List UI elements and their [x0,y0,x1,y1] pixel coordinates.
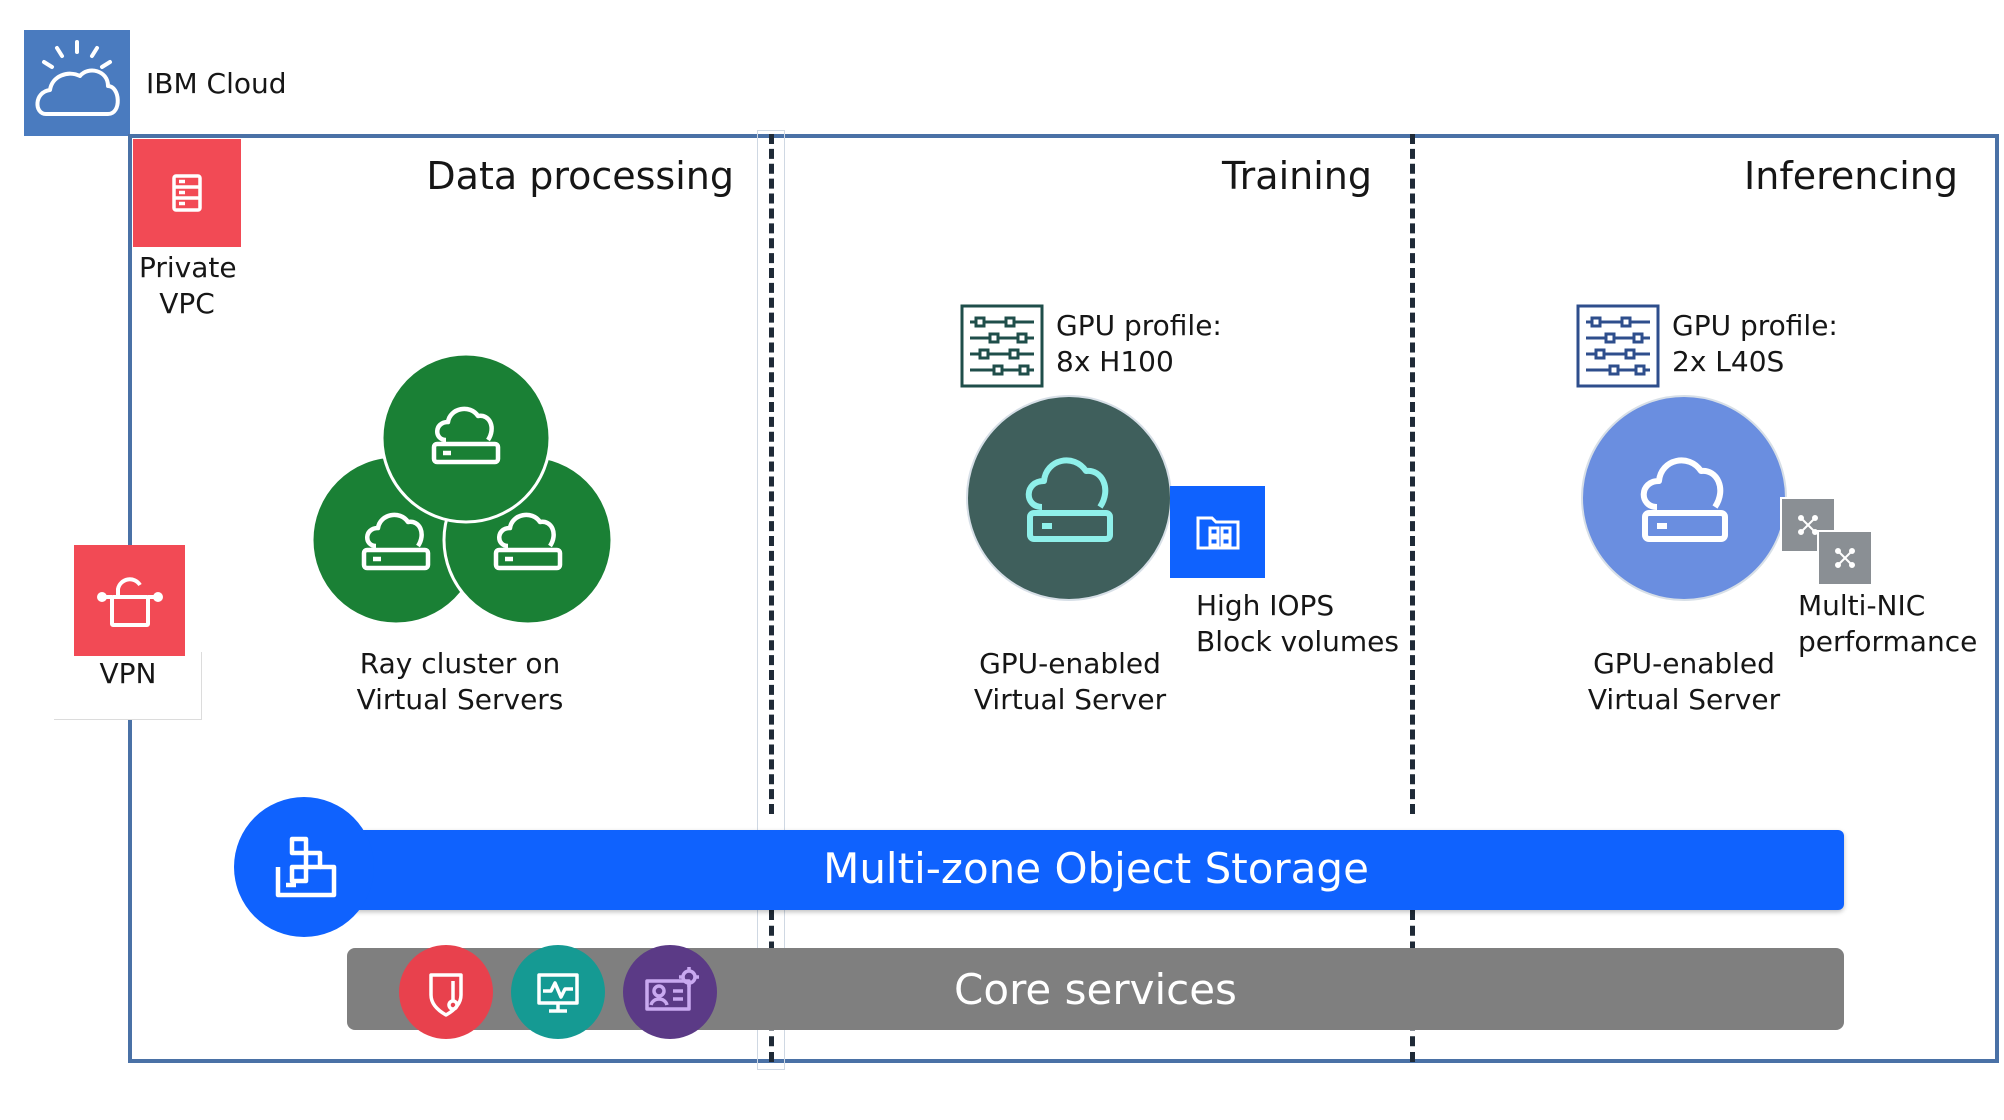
ray-cluster-label-line2: Virtual Servers [356,682,564,716]
training-gpu-server [966,395,1172,601]
cloud-server-icon [1025,457,1113,542]
infer-gpu-profile-line1: GPU profile: [1672,309,1838,342]
identity-service-badge [623,945,717,1039]
zone-divider [769,134,774,814]
training-server-label: GPU-enabled Virtual Server [940,646,1200,718]
training-gpu-profile-label: GPU profile: 8x H100 [1056,308,1222,380]
cloud-server-icon [1640,457,1728,542]
training-gpu-profile-line1: GPU profile: [1056,309,1222,342]
identity-settings-icon [645,967,699,1011]
training-server-line1: GPU-enabled [979,647,1161,680]
infer-server-line2: Virtual Server [1587,682,1781,716]
vpn-card [54,652,202,720]
object-storage-bar [348,830,1844,910]
vpn-tile [74,545,185,656]
monitoring-service-badge [511,945,605,1039]
vpn-label: VPN [99,657,157,690]
core-services-label: Core services [954,965,1237,1014]
block-storage-icon [1196,516,1240,550]
monitoring-icon [537,973,579,1013]
private-vpc-text: Private VPC [139,251,237,320]
object-storage-label: Multi-zone Object Storage [823,844,1369,893]
infer-server-label: GPU-enabled Virtual Server [1554,646,1814,718]
training-server-line2: Virtual Server [973,682,1167,716]
section-title-data-processing: Data processing [426,154,734,198]
block-volumes-label: High IOPS Block volumes [1196,588,1399,660]
ibm-cloud-label: IBM Cloud [146,67,287,100]
zone-divider [1410,134,1415,814]
security-shield-icon [429,973,463,1017]
infer-gpu-server [1581,395,1787,601]
private-vpc-label: Private VPC [133,250,241,322]
object-storage-badge [234,797,374,937]
private-vpc-tile [133,139,241,247]
network-interface-icon [1835,548,1855,568]
lock-icon [97,577,163,627]
multi-nic-line1: Multi-NIC [1798,589,1926,622]
block-volumes-line2: Block volumes [1196,624,1399,658]
ray-cluster-label: Ray cluster on Virtual Servers [310,646,610,718]
block-volumes-line1: High IOPS [1196,589,1335,622]
zone-divider-outline [757,130,785,1070]
training-gpu-profile-line2: 8x H100 [1056,344,1174,378]
section-title-inferencing: Inferencing [1744,154,1958,198]
nic-tile [1817,530,1873,586]
gpu-profile-icon [1576,304,1660,388]
network-interface-icon [1798,515,1818,535]
infer-server-line1: GPU-enabled [1593,647,1775,680]
ray-cluster-graphic [310,352,614,626]
block-volumes-tile [1170,486,1265,578]
section-title-training: Training [1222,154,1372,198]
cluster-node [380,352,552,524]
ray-cluster-label-line1: Ray cluster on [359,647,561,680]
ibm-cloud-tile [24,30,130,136]
infer-gpu-profile-label: GPU profile: 2x L40S [1672,308,1838,380]
object-storage-icon [275,836,337,898]
security-service-badge [399,945,493,1039]
multi-nic-label: Multi-NIC performance [1798,588,1977,660]
server-icon [172,174,202,212]
multi-nic-line2: performance [1798,624,1978,658]
infer-gpu-profile-line2: 2x L40S [1672,344,1785,378]
gpu-profile-icon [960,304,1044,388]
ibm-cloud-icon [35,40,120,116]
